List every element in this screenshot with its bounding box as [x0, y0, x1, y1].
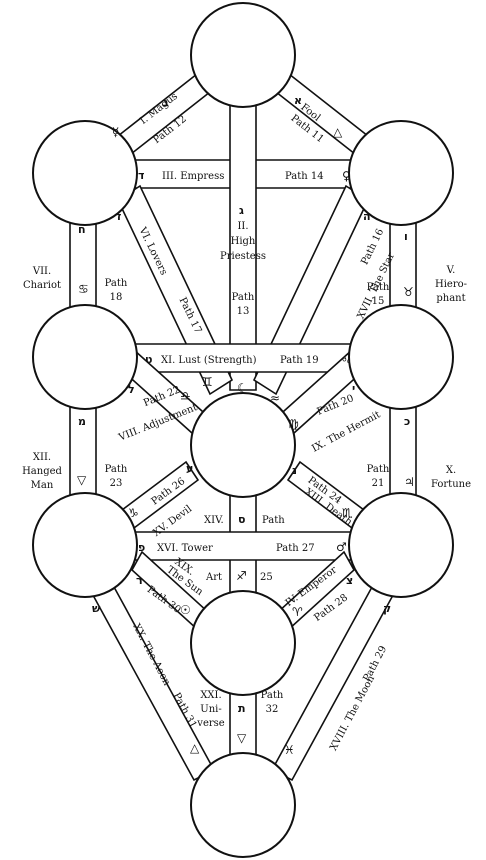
hebrew-vau: ו — [404, 230, 408, 243]
hebrew-he: ה — [363, 210, 371, 223]
hebrew-resh: ר — [136, 574, 143, 587]
path-23-title-2: Hanged — [22, 466, 62, 477]
hebrew-zain: ז — [117, 210, 121, 223]
path-15-title-1: V. — [446, 265, 456, 276]
path-18-number-1: Path — [105, 278, 128, 289]
path-32-band — [229, 689, 257, 761]
path-32-title-1: XXI. — [200, 690, 221, 701]
hebrew-shin: ש — [92, 602, 101, 615]
scorpio-icon: ♏ — [342, 506, 353, 520]
path-21-number-2: 21 — [372, 478, 385, 489]
path-23-title-1: XII. — [33, 452, 51, 463]
path-27-title: XVI. Tower — [157, 543, 213, 554]
sagittarius-icon: ♐ — [236, 569, 247, 583]
sephira-tiphareth — [190, 392, 296, 498]
path-32-number-2: 32 — [266, 704, 279, 715]
hebrew-gimel: ג — [239, 204, 244, 217]
path-18-title-1: VII. — [32, 266, 51, 277]
fire-icon: △ — [190, 741, 200, 755]
path-15-title-2: Hiero- — [435, 279, 467, 290]
sephiroth — [32, 2, 454, 858]
hebrew-mem: מ — [78, 415, 86, 428]
sephira-malkuth — [190, 752, 296, 858]
hebrew-daleth: ד — [138, 169, 144, 182]
sephira-chokmah — [348, 120, 454, 226]
path-13-title-3: Priestess — [220, 251, 266, 262]
hebrew-kaph: כ — [404, 415, 410, 428]
path-25-title-1: XIV. — [204, 515, 224, 526]
path-21-number-1: Path — [367, 464, 390, 475]
hebrew-pe: פ — [138, 541, 145, 554]
hebrew-nun: נ — [292, 464, 297, 477]
sephira-binah — [32, 120, 138, 226]
hebrew-tzaddi: צ — [346, 574, 353, 587]
sun-icon: ☉ — [180, 603, 191, 617]
path-15-number-1: Path — [367, 282, 390, 293]
path-32-title-2: Uni- — [200, 704, 221, 715]
taurus-icon: ♉ — [403, 285, 414, 299]
pisces-icon: ♓ — [284, 743, 295, 757]
path-27-number: Path 27 — [276, 543, 315, 554]
cancer-icon: ♋ — [78, 282, 89, 296]
sephira-yesod — [190, 590, 296, 696]
mercury-icon: ☿ — [112, 125, 119, 139]
moon-icon: ☾ — [237, 381, 248, 395]
aries-icon: ♈ — [292, 605, 303, 619]
gemini-icon: ♊ — [202, 375, 213, 389]
venus-icon: ♀ — [342, 169, 351, 183]
path-18-number-2: 18 — [110, 292, 123, 303]
path-32-number-1: Path — [261, 690, 284, 701]
hebrew-qoph: ק — [383, 602, 391, 615]
path-13-number-2: 13 — [237, 306, 250, 317]
air-icon: △ — [333, 125, 343, 139]
hebrew-samekh: ס — [238, 513, 245, 526]
path-25-title-2: Art — [205, 572, 222, 583]
water-icon: ▽ — [77, 473, 87, 487]
jupiter-icon: ♃ — [404, 475, 415, 489]
path-25-number-1: Path — [262, 515, 285, 526]
virgo-icon: ♍ — [288, 417, 299, 431]
path-23-title-3: Man — [31, 480, 54, 491]
path-21-title-1: X. — [446, 465, 456, 476]
sephira-hod — [32, 492, 138, 598]
path-25-number-2: 25 — [260, 572, 273, 583]
hebrew-cheth: ח — [78, 223, 86, 236]
path-23-number-1: Path — [105, 464, 128, 475]
path-15-title-3: phant — [436, 293, 465, 304]
capricorn-icon: ♑ — [128, 506, 139, 520]
mars-icon: ♂ — [336, 540, 347, 554]
hebrew-aleph: א — [294, 94, 302, 107]
hebrew-ayin: ע — [186, 462, 193, 475]
hebrew-teth: ט — [145, 353, 152, 366]
path-13-title-1: II. — [237, 221, 248, 232]
sephira-netzach — [348, 492, 454, 598]
path-13-number-1: Path — [232, 292, 255, 303]
path-23-number-2: 23 — [110, 478, 123, 489]
hebrew-beth: ב — [162, 96, 169, 109]
sephira-chesed — [348, 304, 454, 410]
sephira-geburah — [32, 304, 138, 410]
aquarius-icon: ≈ — [270, 391, 280, 405]
saturn-icon: ▽ — [237, 731, 247, 745]
hebrew-lamed: ל — [128, 383, 135, 396]
libra-icon: ♎ — [180, 389, 191, 403]
leo-icon: ♌ — [341, 352, 352, 366]
path-15-number-2: 15 — [372, 296, 385, 307]
path-21-title-2: Fortune — [431, 479, 471, 490]
hebrew-yod: י — [352, 382, 355, 395]
path-19-number: Path 19 — [280, 355, 319, 366]
sephira-kether — [190, 2, 296, 108]
path-32-title-3: verse — [196, 718, 224, 729]
path-19-title: XI. Lust (Strength) — [161, 355, 257, 366]
path-18-title-2: Chariot — [23, 280, 61, 291]
path-13-title-2: High — [231, 236, 256, 247]
hebrew-tau: ת — [238, 702, 246, 715]
path-14-title: III. Empress — [162, 171, 224, 182]
path-14-number: Path 14 — [285, 171, 324, 182]
